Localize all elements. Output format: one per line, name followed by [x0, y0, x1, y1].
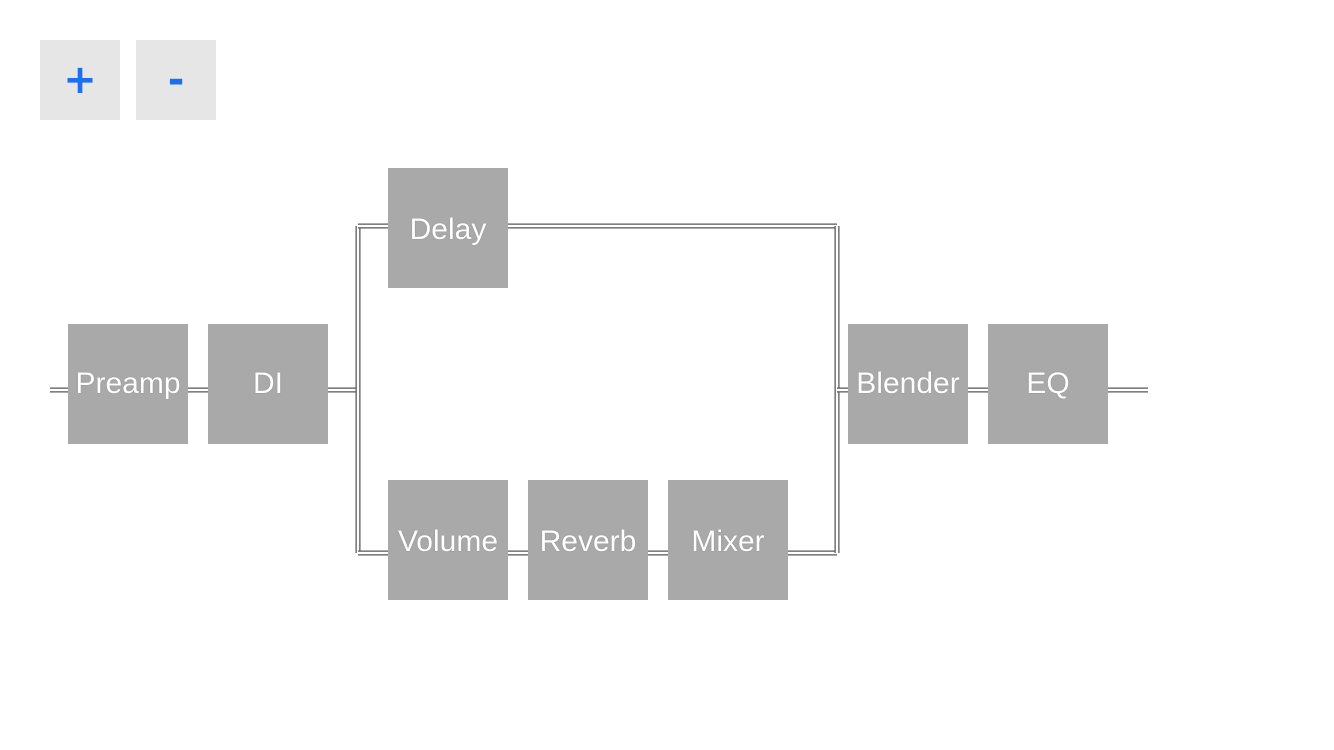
blender-label: Blender [856, 367, 960, 400]
eq-label: EQ [1026, 367, 1070, 400]
di-block[interactable]: DI [208, 324, 328, 444]
preamp-block[interactable]: Preamp [68, 324, 188, 444]
volume-label: Volume [397, 525, 499, 558]
reverb-block[interactable]: Reverb [528, 480, 648, 600]
di-label: DI [253, 367, 283, 400]
volume-block[interactable]: Volume [388, 480, 508, 600]
reverb-label: Reverb [539, 525, 637, 558]
zoom-out-button[interactable]: - [136, 40, 216, 120]
delay-block[interactable]: Delay [388, 168, 508, 288]
eq-block[interactable]: EQ [988, 324, 1108, 444]
mixer-block[interactable]: Mixer [668, 480, 788, 600]
preamp-label: Preamp [75, 367, 181, 400]
delay-label: Delay [409, 213, 487, 246]
zoom-in-button[interactable]: + [40, 40, 120, 120]
mixer-label: Mixer [691, 525, 765, 558]
blender-block[interactable]: Blender [848, 324, 968, 444]
